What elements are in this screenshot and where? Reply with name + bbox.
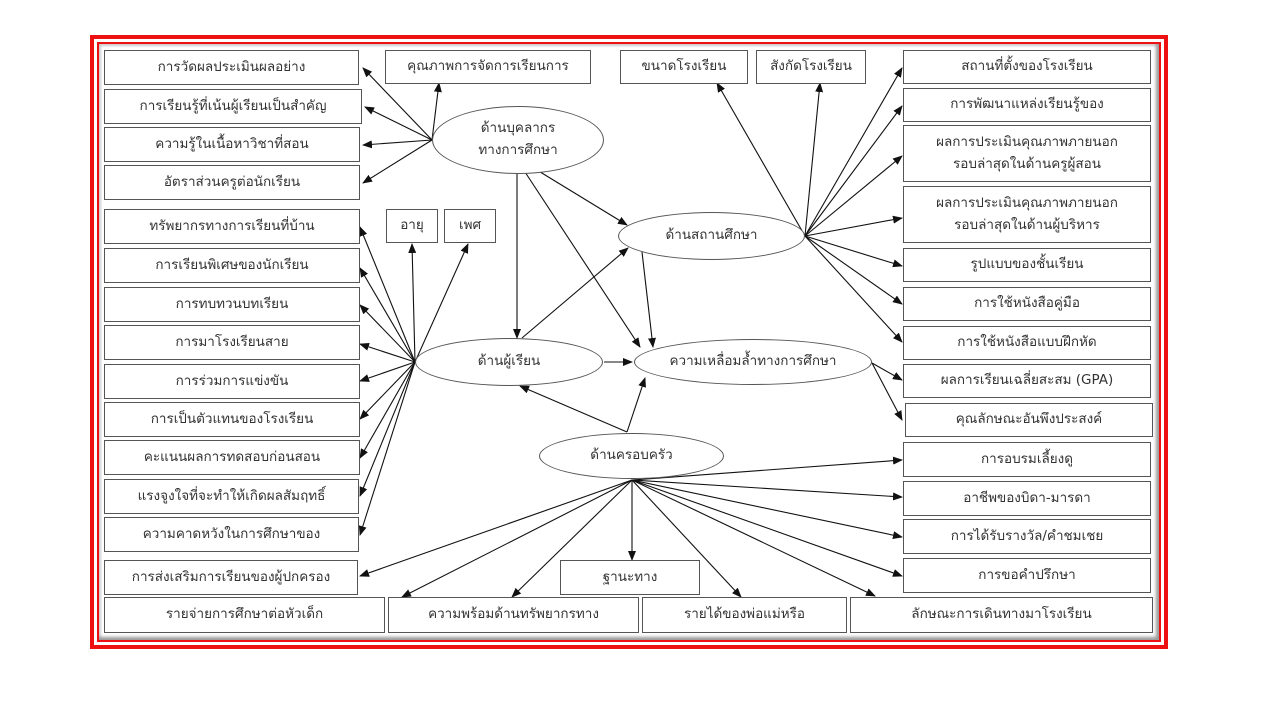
indicator-box: สถานที่ตั้งของโรงเรียน [903, 50, 1151, 84]
indicator-box: การขอคำปรึกษา [903, 558, 1151, 593]
indicator-box: คะแนนผลการทดสอบก่อนสอน [104, 440, 360, 475]
construct-institution-label: ด้านสถานศึกษา [665, 227, 758, 244]
indicator-box: การเรียนพิเศษของนักเรียน [104, 248, 360, 283]
indicator-box: อายุ [386, 209, 438, 243]
construct-learner-label: ด้านผู้เรียน [477, 353, 541, 370]
indicator-box: สังกัดโรงเรียน [756, 50, 866, 84]
construct-personnel-line1: ด้านบุคลากร [480, 120, 556, 137]
indicator-box: การใช้หนังสือแบบฝึกหัด [903, 326, 1151, 360]
indicator-box: รายได้ของพ่อแม่หรือ [642, 597, 847, 633]
construct-family: ด้านครอบครัว [539, 433, 724, 479]
indicator-box: ลักษณะการเดินทางมาโรงเรียน [850, 597, 1153, 633]
indicator-box: การอบรมเลี้ยงดู [903, 442, 1151, 477]
indicator-box: การวัดผลประเมินผลอย่าง [104, 50, 359, 85]
indicator-box: ฐานะทาง [560, 560, 700, 595]
indicator-box: การทบทวนบทเรียน [104, 287, 360, 322]
indicator-box: อาชีพของบิดา-มารดา [903, 481, 1151, 516]
indicator-box: ความคาดหวังในการศึกษาของ [104, 517, 359, 552]
indicator-box: การส่งเสริมการเรียนของผู้ปกครอง [104, 560, 358, 595]
indicator-box: ผลการประเมินคุณภาพภายนอก รอบล่าสุดในด้าน… [903, 186, 1151, 243]
indicator-box: คุณภาพการจัดการเรียนการ [385, 50, 591, 84]
indicator-box: อัตราส่วนครูต่อนักเรียน [104, 165, 360, 200]
indicator-box: ความรู้ในเนื้อหาวิชาที่สอน [104, 127, 360, 162]
construct-outcome-label: ความเหลื่อมล้ำทางการศึกษา [669, 353, 837, 370]
indicator-box: รูปแบบของชั้นเรียน [903, 248, 1151, 282]
indicator-box: การมาโรงเรียนสาย [104, 325, 360, 360]
indicator-box: คุณลักษณะอันพึงประสงค์ [905, 403, 1153, 437]
indicator-box: ผลการประเมินคุณภาพภายนอก รอบล่าสุดในด้าน… [903, 125, 1151, 182]
indicator-box: การร่วมการแข่งขัน [104, 364, 360, 399]
indicator-box: การใช้หนังสือคู่มือ [903, 287, 1151, 321]
indicator-line-2: รอบล่าสุดในด้านครูผู้สอน [953, 155, 1101, 172]
indicator-box: เพศ [444, 209, 496, 243]
indicator-box: แรงจูงใจที่จะทำให้เกิดผลสัมฤทธิ์ [104, 479, 359, 514]
construct-personnel-line2: ทางการศึกษา [478, 142, 558, 158]
indicator-line-1: ผลการประเมินคุณภาพภายนอก [936, 194, 1118, 211]
indicator-box: ขนาดโรงเรียน [620, 50, 748, 84]
indicator-line-2: รอบล่าสุดในด้านผู้บริหาร [954, 216, 1100, 233]
construct-family-label: ด้านครอบครัว [590, 447, 673, 464]
construct-institution: ด้านสถานศึกษา [618, 212, 805, 260]
indicator-box: การเป็นตัวแทนของโรงเรียน [104, 402, 360, 437]
construct-learner: ด้านผู้เรียน [415, 338, 603, 386]
indicator-box: ความพร้อมด้านทรัพยากรทาง [388, 597, 639, 633]
indicator-box: การเรียนรู้ที่เน้นผู้เรียนเป็นสำคัญ [104, 89, 362, 124]
indicator-box: ผลการเรียนเฉลี่ยสะสม (GPA) [903, 364, 1151, 398]
construct-outcome: ความเหลื่อมล้ำทางการศึกษา [634, 339, 872, 385]
indicator-box: ทรัพยากรทางการเรียนที่บ้าน [104, 209, 360, 244]
indicator-box: การได้รับรางวัล/คำชมเชย [903, 519, 1151, 554]
indicator-line-1: ผลการประเมินคุณภาพภายนอก [936, 133, 1118, 150]
indicator-box: การพัฒนาแหล่งเรียนรู้ของ [903, 88, 1151, 122]
indicator-box: รายจ่ายการศึกษาต่อหัวเด็ก [104, 597, 385, 633]
construct-personnel: ด้านบุคลากร ทางการศึกษา [432, 106, 604, 174]
